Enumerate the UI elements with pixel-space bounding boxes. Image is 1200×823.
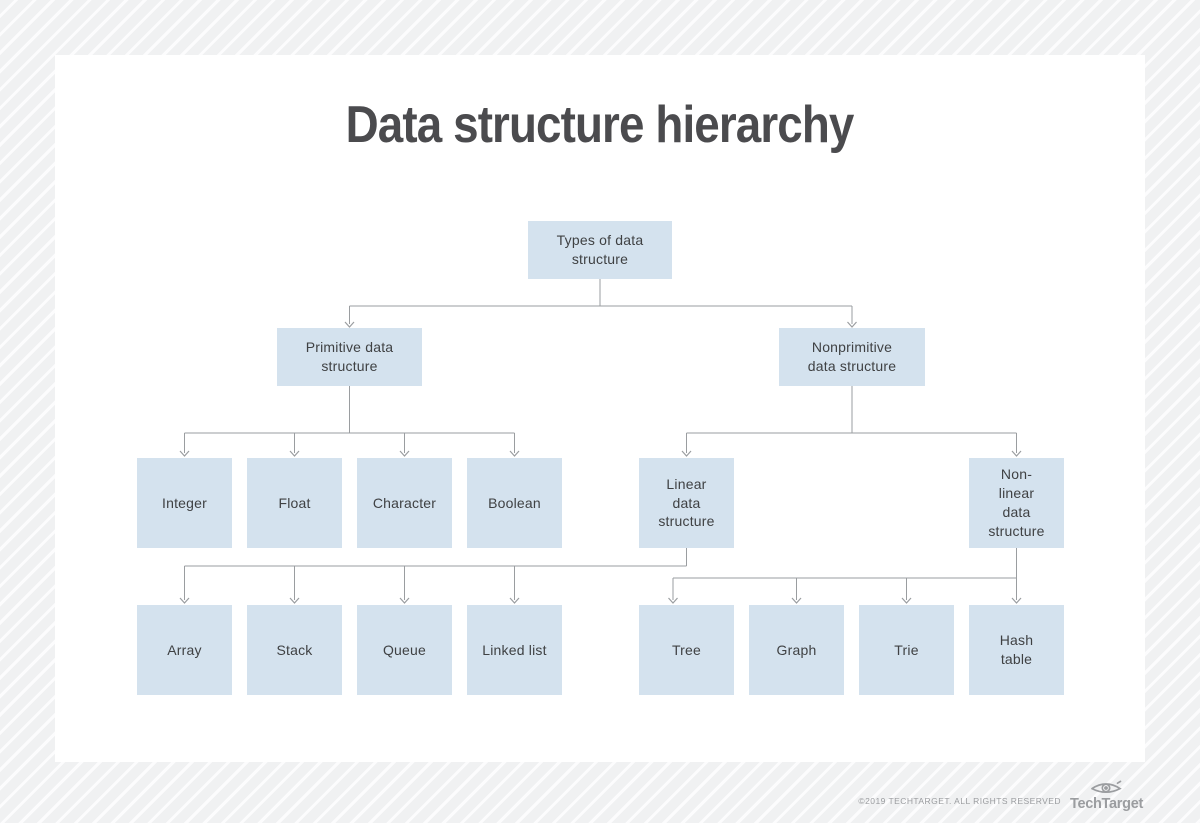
eye-icon [1091, 780, 1123, 794]
node-label: Linked list [482, 641, 547, 658]
node-types-of-data-structure: Types of data structure [528, 221, 672, 279]
node-character: Character [357, 458, 452, 548]
node-label: Float [278, 494, 311, 511]
node-linear-data-structure: Linear data structure [639, 458, 734, 548]
node-label: Graph [776, 641, 817, 658]
node-array: Array [137, 605, 232, 695]
node-nonprimitive-data-structure: Nonprimitive data structure [779, 328, 925, 386]
node-label: Non- linear data structure [988, 466, 1045, 539]
node-label: Trie [894, 641, 919, 658]
node-label: Primitive data structure [305, 339, 394, 374]
node-label: Tree [671, 641, 702, 658]
node-float: Float [247, 458, 342, 548]
node-graph: Graph [749, 605, 844, 695]
copyright-text: ©2019 TECHTARGET. ALL RIGHTS RESERVED [858, 796, 1061, 806]
footer: ©2019 TECHTARGET. ALL RIGHTS RESERVED Te… [858, 780, 1143, 812]
node-label: Stack [276, 641, 313, 658]
node-primitive-data-structure: Primitive data structure [277, 328, 422, 386]
node-label: Hash table [999, 632, 1034, 667]
node-boolean: Boolean [467, 458, 562, 548]
node-integer: Integer [137, 458, 232, 548]
node-label: Queue [382, 641, 427, 658]
node-non-linear-data-structure: Non- linear data structure [969, 458, 1064, 548]
node-label: Boolean [488, 494, 541, 511]
node-label: Integer [162, 494, 207, 511]
node-stack: Stack [247, 605, 342, 695]
node-label: Linear data structure [658, 475, 715, 530]
node-label: Array [167, 641, 202, 658]
node-label: Character [372, 494, 437, 511]
brand-wordmark: TechTarget [1069, 796, 1143, 812]
page-title-text: Data structure hierarchy [346, 96, 855, 154]
node-hash-table: Hash table [969, 605, 1064, 695]
node-label: Types of data structure [556, 232, 644, 267]
node-tree: Tree [639, 605, 734, 695]
node-linked-list: Linked list [467, 605, 562, 695]
node-trie: Trie [859, 605, 954, 695]
page-title: Data structure hierarchy [0, 99, 1200, 151]
techtarget-logo: TechTarget [1070, 780, 1143, 812]
node-label: Nonprimitive data structure [807, 339, 897, 374]
node-queue: Queue [357, 605, 452, 695]
